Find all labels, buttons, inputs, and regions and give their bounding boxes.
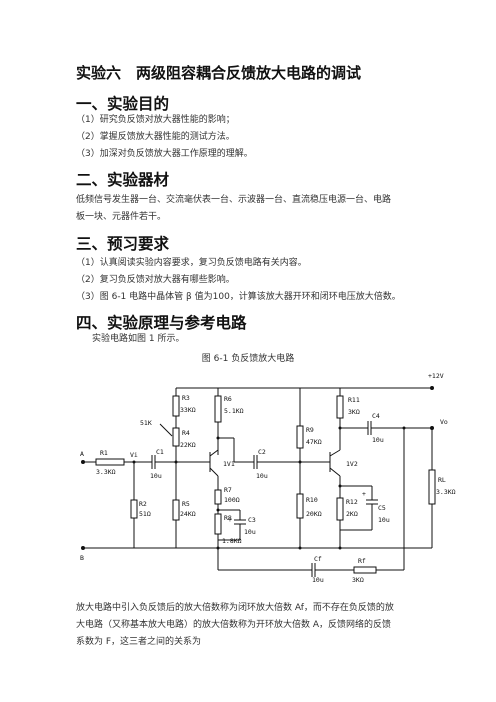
c5-name: C5 bbox=[378, 504, 386, 512]
list-item: （1）认真阅读实验内容要求，复习负反馈电路有关内容。 bbox=[76, 258, 307, 268]
rl-value: 3.3KΩ bbox=[436, 488, 456, 496]
list-item: （3）图 6-1 电路中晶体管 β 值为100，计算该放大器开环和闭环电压放大倍… bbox=[76, 292, 401, 302]
c1-name: C1 bbox=[156, 448, 164, 456]
r1-value: 3.3KΩ bbox=[96, 468, 116, 476]
paragraph-line: 实验电路如图 1 所示。 bbox=[92, 334, 185, 344]
r8-value: 1.8KΩ bbox=[222, 537, 242, 545]
r4-name: R4 bbox=[182, 429, 190, 437]
rw-label: 51K bbox=[140, 419, 152, 427]
r11-name: R11 bbox=[348, 396, 360, 404]
t2-label: 1V2 bbox=[346, 460, 358, 468]
section-heading-principle: 四、实验原理与参考电路 bbox=[76, 314, 247, 332]
paragraph-line: 板一块、元器件若干。 bbox=[76, 212, 167, 222]
r7-name: R7 bbox=[224, 486, 232, 494]
r2-value: 51Ω bbox=[139, 510, 151, 518]
r8-name: R8 bbox=[224, 514, 232, 522]
cf-value: 10u bbox=[312, 576, 324, 584]
list-item: （2）复习负反馈对放大器有哪些影响。 bbox=[76, 275, 235, 285]
section-heading-equipment: 二、实验器材 bbox=[76, 171, 170, 189]
r9-value: 47KΩ bbox=[306, 438, 322, 446]
c3-plus-sign: + bbox=[228, 516, 232, 524]
r6-value: 5.1KΩ bbox=[224, 407, 244, 415]
r9-name: R9 bbox=[306, 426, 314, 434]
figure-caption: 图 6-1 负反馈放大电路 bbox=[201, 354, 295, 364]
paragraph-line: 低频信号发生器一台、交流毫伏表一台、示波器一台、直流稳压电源一台、电路 bbox=[76, 195, 392, 205]
rl-name: RL bbox=[438, 476, 446, 484]
rf-name: Rf bbox=[358, 557, 366, 565]
r10-name: R10 bbox=[306, 496, 318, 504]
r12-value: 2KΩ bbox=[346, 510, 358, 518]
r1-name: R1 bbox=[100, 449, 108, 457]
r12-name: R12 bbox=[346, 498, 358, 506]
c3-name: C3 bbox=[248, 516, 256, 524]
c5-plus-sign: + bbox=[362, 490, 366, 498]
r3-value: 33KΩ bbox=[180, 406, 196, 414]
paragraph-line: 放大电路中引入负反馈后的放大倍数称为闭环放大倍数 Af，而不存在负反馈的放 bbox=[76, 603, 394, 613]
page-title: 实验六 两级阻容耦合反馈放大电路的调试 bbox=[76, 64, 362, 82]
paragraph-line: 大电路（又称基本放大电路）的放大倍数称为开环放大倍数 A，反馈网络的反馈 bbox=[76, 620, 392, 630]
c1-value: 10u bbox=[150, 472, 162, 480]
r7-value: 100Ω bbox=[224, 496, 240, 504]
section-heading-preview: 三、预习要求 bbox=[76, 235, 170, 253]
section-heading-purpose: 一、实验目的 bbox=[76, 95, 170, 113]
c2-name: C2 bbox=[258, 448, 266, 456]
r6-name: R6 bbox=[224, 395, 232, 403]
r10-value: 20KΩ bbox=[306, 510, 322, 518]
node-a-label: A bbox=[80, 450, 84, 458]
cf-name: Cf bbox=[314, 555, 322, 563]
node-b-label: B bbox=[80, 554, 84, 562]
r3-name: R3 bbox=[182, 394, 190, 402]
r5-value: 24KΩ bbox=[180, 510, 196, 518]
list-item: （2）掌握反馈放大器性能的测试方法。 bbox=[76, 132, 235, 142]
vi-label: Vi bbox=[130, 451, 138, 459]
c2-value: 10u bbox=[256, 472, 268, 480]
paragraph-line: 系数为 F，这三者之间的关系为 bbox=[76, 637, 202, 647]
r2-name: R2 bbox=[139, 500, 147, 508]
list-item: （1）研究负反馈对放大器性能的影响； bbox=[76, 115, 235, 125]
c3-value: 10u bbox=[244, 528, 256, 536]
c5-value: 10u bbox=[378, 516, 390, 524]
vcc-label: +12V bbox=[428, 372, 444, 380]
r5-name: R5 bbox=[182, 500, 190, 508]
r4-value: 22KΩ bbox=[180, 441, 196, 449]
c4-value: 10u bbox=[372, 436, 384, 444]
list-item: （3）加深对负反馈放大器工作原理的理解。 bbox=[76, 149, 253, 159]
vo-label: Vo bbox=[440, 418, 448, 426]
rf-value: 3KΩ bbox=[352, 576, 364, 584]
c4-name: C4 bbox=[372, 412, 380, 420]
r11-value: 3KΩ bbox=[348, 408, 360, 416]
t1-label: 1V1 bbox=[223, 460, 235, 468]
